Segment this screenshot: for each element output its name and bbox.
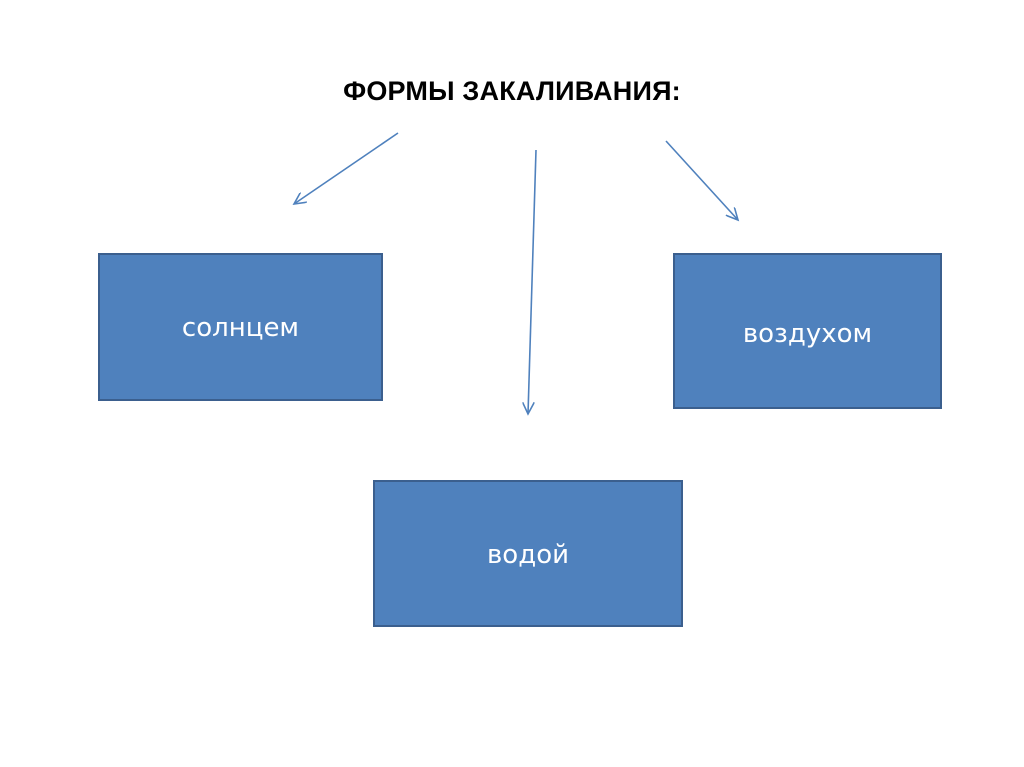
arrow-to-water [528,149,537,414]
box-air: воздухом [673,253,942,409]
box-air-label: воздухом [742,319,873,349]
arrow-to-sun [294,132,399,204]
diagram-title: ФОРМЫ ЗАКАЛИВАНИЯ: [343,76,681,106]
box-sun-label: солнцем [181,313,300,343]
box-water: водой [373,480,683,627]
box-sun: солнцем [98,253,383,401]
box-water-label: водой [486,540,569,570]
arrow-to-air [665,140,738,220]
